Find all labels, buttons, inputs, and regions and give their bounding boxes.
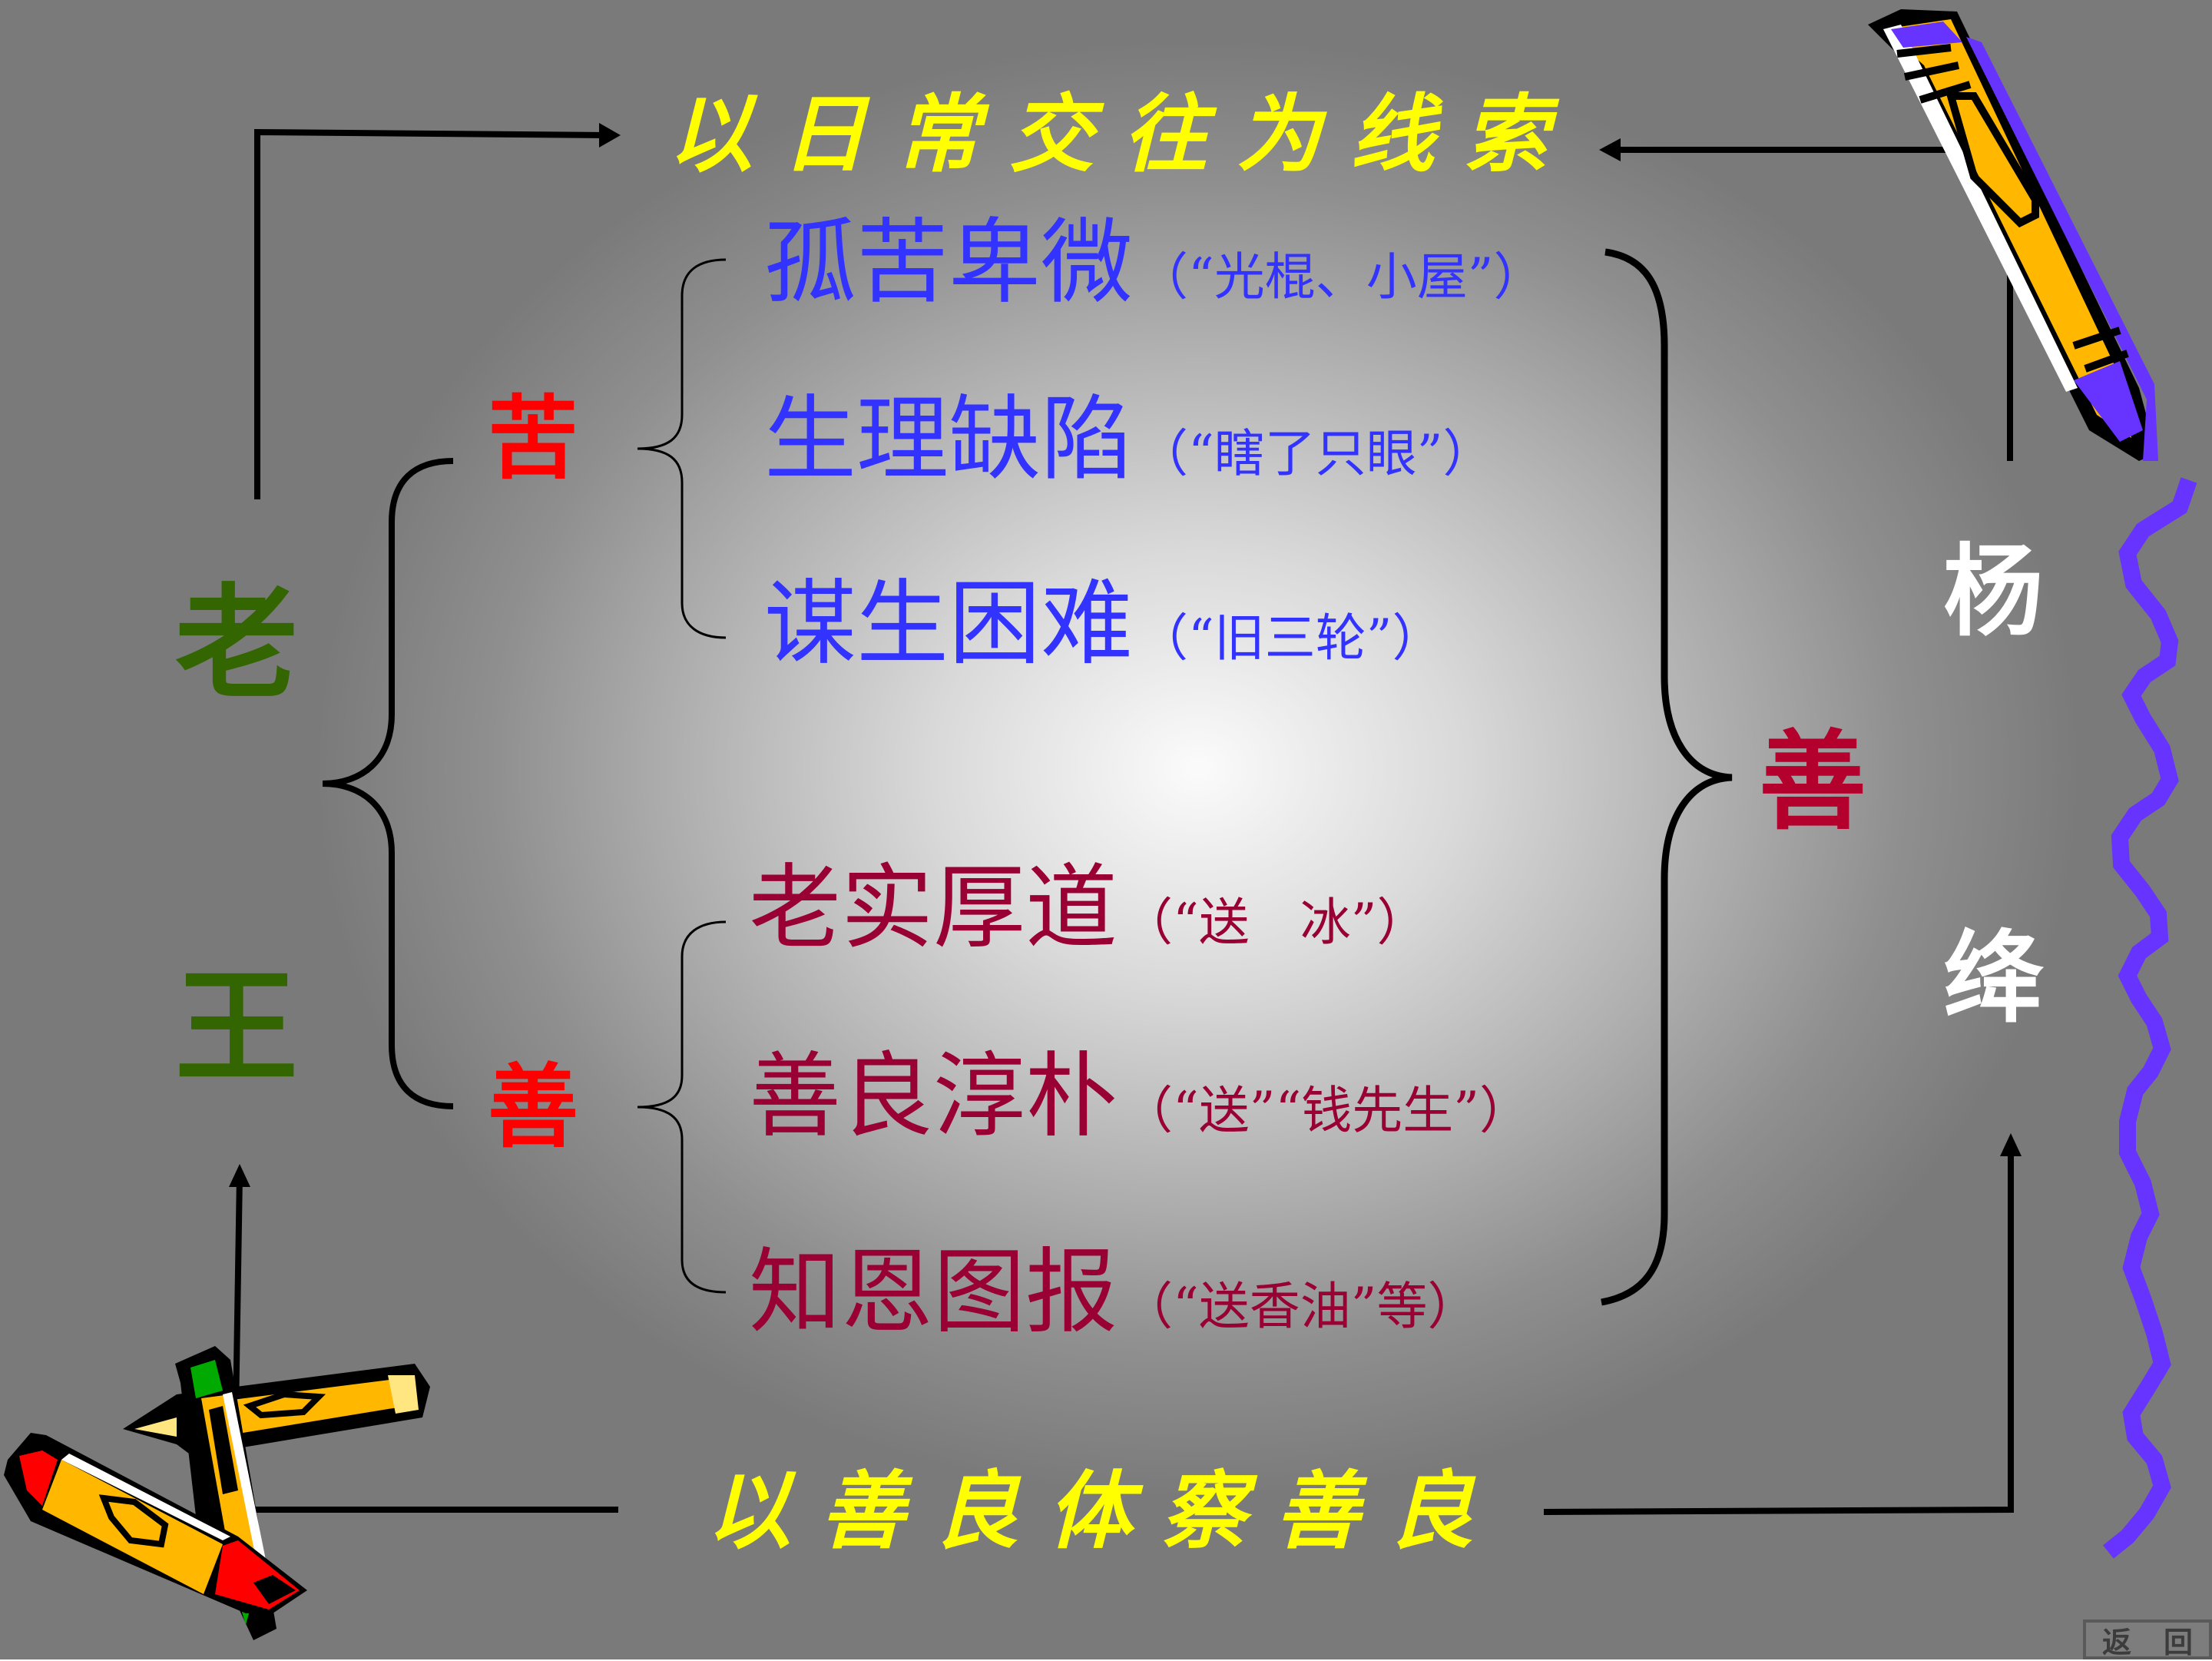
hardship-item: 谋生困难（“旧三轮”） (764, 579, 1442, 671)
crossed-pencils-icon (4, 1346, 430, 1640)
kindness-item-main: 老实厚道 (749, 855, 1118, 962)
arrow-icon-top-left (254, 123, 621, 499)
hardship-item-main: 谋生困难 (764, 571, 1133, 678)
wavy-line-decoration (2103, 477, 2197, 1559)
subject-right-char-1: 杨 (1943, 533, 2044, 650)
brace-icon-hardship (637, 258, 727, 639)
subject-left-char-2: 王 (175, 956, 299, 1099)
top-title: 以日常交往为线索 (668, 85, 1578, 184)
return-button[interactable]: 返 回 (2083, 1620, 2212, 1659)
return-button-char-1: 返 (2101, 1625, 2131, 1659)
return-button-char-2: 回 (2163, 1625, 2193, 1659)
kindness-item-note: （“送香油”等） (1122, 1277, 1479, 1336)
hardship-item: 生理缺陷（“瞎了只眼”） (764, 394, 1493, 486)
pencil-icon-top-right (1868, 9, 2158, 461)
subject-right-char-2: 绛 (1943, 920, 2044, 1036)
arrow-icon-bottom-left (229, 1164, 618, 1513)
kindness-item-main: 知恩图报 (749, 1239, 1118, 1346)
hardship-item-note: （“瞎了只眼”） (1137, 424, 1494, 483)
kindness-item: 知恩图报（“送香油”等） (749, 1247, 1478, 1339)
bottom-title: 以善良体察善良 (707, 1461, 1502, 1560)
subject-left-char-1: 老 (175, 572, 299, 715)
branch-label-kindness: 善 (488, 1053, 579, 1160)
kindness-item-note: （“送”“钱先生”） (1122, 1081, 1530, 1140)
hardship-item: 孤苦卑微（“光棍、小屋”） (764, 217, 1544, 310)
brace-icon-kindness (637, 920, 727, 1294)
kindness-item: 老实厚道（“送 冰”） (749, 863, 1427, 955)
arrow-icon-bottom-right (1543, 1133, 2022, 1515)
kindness-item-main: 善良淳朴 (749, 1043, 1118, 1150)
hardship-item-note: （“旧三轮”） (1137, 608, 1443, 668)
hardship-item-main: 生理缺陷 (764, 386, 1133, 493)
hardship-item-main: 孤苦卑微 (764, 210, 1133, 317)
brace-icon-main-right (1601, 248, 1733, 1306)
hardship-item-note: （“光棍、小屋”） (1137, 247, 1545, 307)
brace-icon-main-left (322, 458, 454, 1109)
kindness-item: 善良淳朴（“送”“钱先生”） (749, 1051, 1530, 1143)
kindness-item-note: （“送 冰”） (1122, 893, 1428, 952)
conclusion-kindness: 善 (1759, 719, 1867, 845)
branch-label-hardship: 苦 (488, 385, 579, 492)
